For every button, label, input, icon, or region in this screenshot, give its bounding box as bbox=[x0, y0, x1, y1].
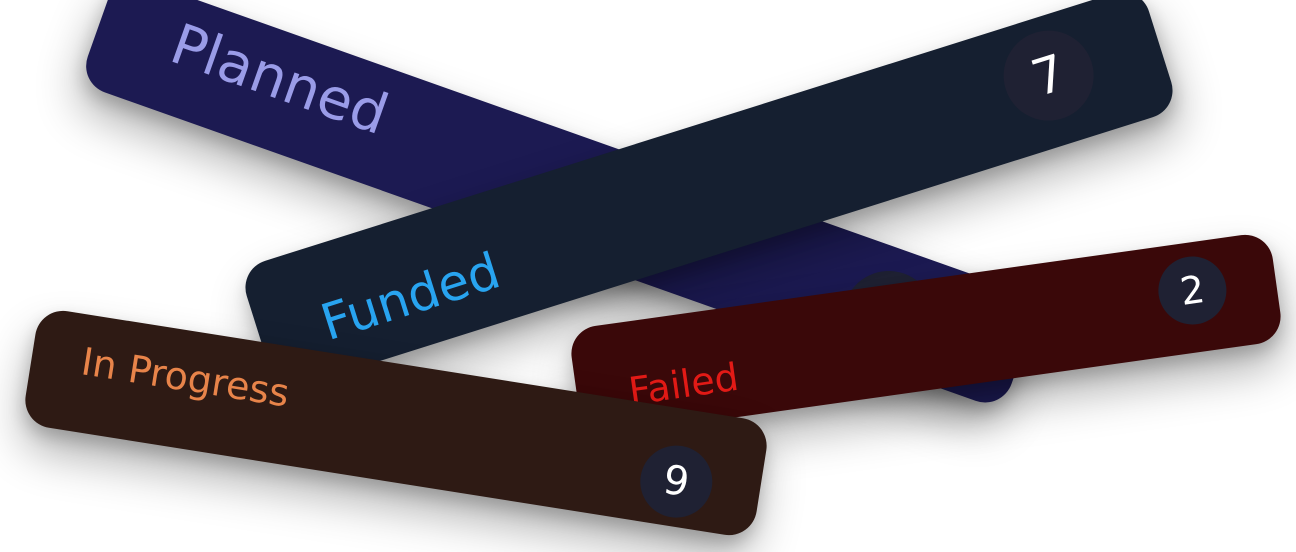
count-badge: 9 bbox=[635, 440, 718, 523]
count-badge: 2 bbox=[1154, 252, 1231, 330]
status-card-label: Funded bbox=[314, 241, 507, 353]
count-badge: 7 bbox=[992, 18, 1105, 132]
status-card-label: In Progress bbox=[78, 339, 293, 416]
status-card-label: Planned bbox=[162, 12, 396, 149]
